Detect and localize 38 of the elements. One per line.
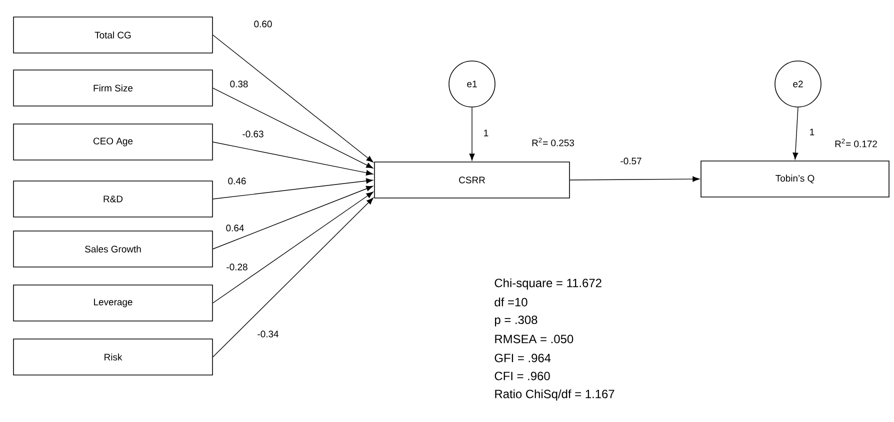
variable-box: CEO Age <box>13 124 213 160</box>
variable-box: Firm Size <box>13 70 213 106</box>
fit-statistic: Ratio ChiSq/df = 1.167 <box>495 389 614 401</box>
path-coefficient: 0.60 <box>254 20 272 28</box>
arrow <box>792 107 798 160</box>
arrow <box>212 34 374 162</box>
path-coefficient: 0.64 <box>226 224 244 232</box>
fit-statistic: GFI = .964 <box>494 354 551 362</box>
r-squared-label: R$^{2}$= 0.253 <box>532 138 574 146</box>
variable-box: Sales Growth <box>13 230 213 268</box>
variable-box: R&D <box>13 180 213 218</box>
path-coefficient: -0.57 <box>620 158 642 164</box>
variable-box: Risk <box>13 338 213 376</box>
fit-statistic: CFI = .960 <box>494 372 550 380</box>
path-coefficient: -0.63 <box>242 130 264 138</box>
fit-statistic: df =10 <box>494 298 528 306</box>
arrow <box>212 192 374 304</box>
variable-box: Tobin’s Q <box>700 160 890 198</box>
arrow <box>570 176 700 182</box>
variable-box: CSRR <box>374 162 570 198</box>
path-coefficient: 0.46 <box>228 178 246 184</box>
path-coefficient: -0.34 <box>258 330 278 338</box>
arrow <box>212 186 374 250</box>
arrow <box>212 178 374 200</box>
path-coefficient: 1 <box>484 130 488 136</box>
r-squared-label: R$^{2}$= 0.172 <box>835 138 877 148</box>
arrow <box>212 198 374 358</box>
path-coefficient: -0.28 <box>226 264 248 270</box>
variable-box: Leverage <box>13 284 213 322</box>
fit-statistic: Chi-square = 11.672 <box>494 278 602 290</box>
variable-box: Total CG <box>13 16 213 54</box>
arrow <box>212 142 374 176</box>
path-coefficient: 1 <box>810 128 814 136</box>
arrow <box>212 88 374 168</box>
fit-statistic: RMSEA = .050 <box>495 334 574 344</box>
arrow <box>469 107 475 161</box>
fit-statistic: p = .308 <box>494 316 538 326</box>
path-coefficient: 0.38 <box>230 80 248 88</box>
